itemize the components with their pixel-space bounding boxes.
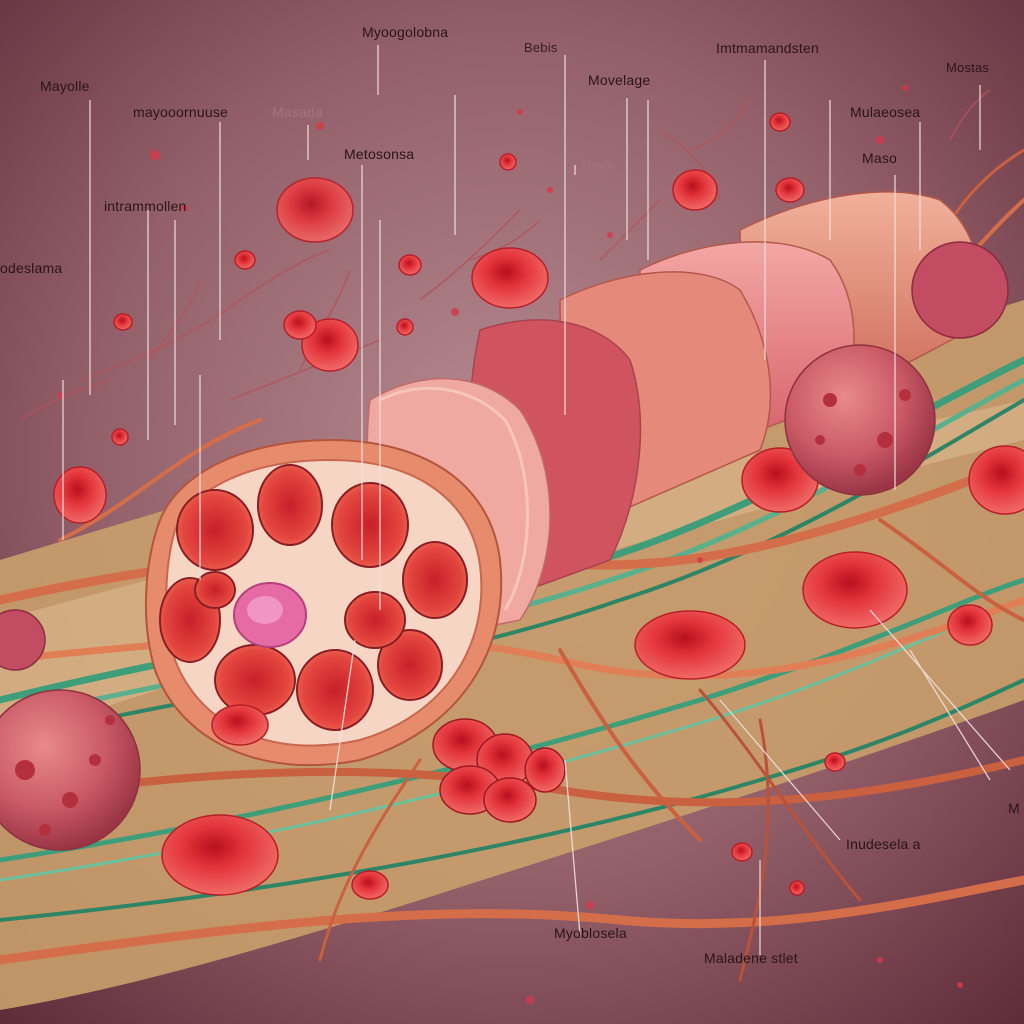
label-oprle: Opvle [582,158,615,172]
label-bobis: Bebis [524,40,558,55]
label-myoglobin: Myoogolobna [362,24,449,40]
label-inflammation-left: intrammollen [104,198,187,214]
capillaries [19,89,991,421]
floating-particles [57,85,963,1004]
label-mulesea: Mulaeosea [850,104,921,120]
label-masada: Masada [272,104,324,120]
label-inflammation-top: Imtmamandsten [716,40,819,56]
label-malodene: Maladene stlet [704,950,798,966]
label-myocyte: Mayolle [40,78,90,94]
immune-cells [0,241,1009,851]
red-blood-cells [53,112,1024,900]
label-myoblast: Myoblosela [554,925,627,941]
label-macrocyte: Metosonsa [344,146,415,162]
label-maso: Maso [862,150,898,166]
leader-lines [62,45,1011,955]
muscle-cross-section [144,438,503,767]
label-movelage: Movelage [588,72,651,88]
label-edema: odeslama [0,260,63,276]
label-myotubule: mayooornuuse [133,104,229,120]
clustered-red-cells [432,718,566,823]
label-m-edge: M [1008,800,1020,816]
label-masotia: Mostas [946,60,990,75]
label-inudesela: Inudesela a [846,836,921,852]
